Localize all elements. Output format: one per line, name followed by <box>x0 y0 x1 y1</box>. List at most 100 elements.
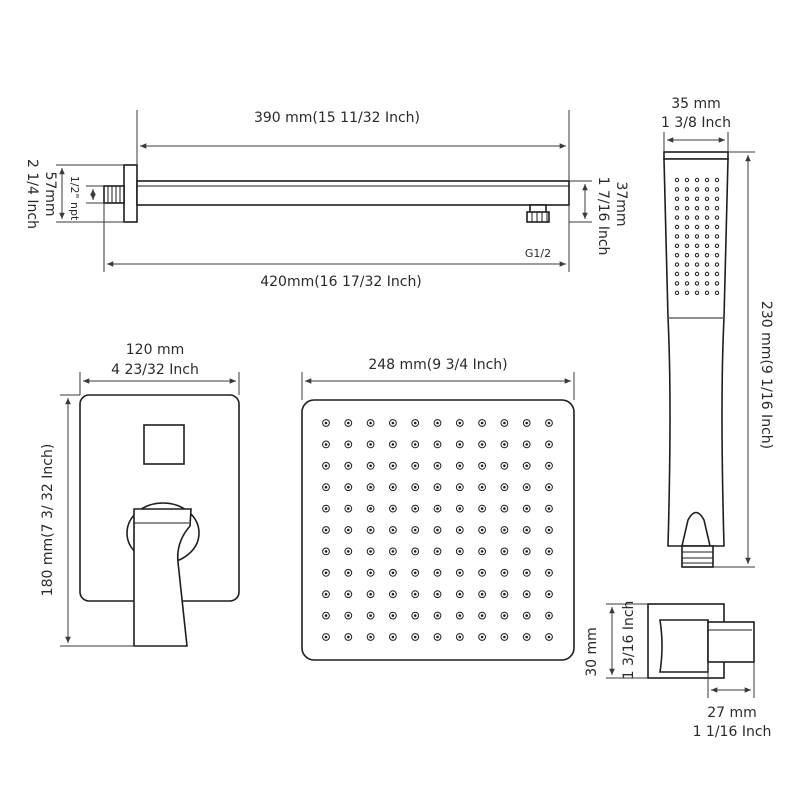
nozzle-hole <box>436 550 439 553</box>
nozzle-hole <box>413 592 417 596</box>
hand-nozzle <box>714 290 720 295</box>
hand-width-in-label: 1 3/8 Inch <box>661 115 731 131</box>
flange-height-mm-label: 57mm <box>42 171 58 216</box>
nozzle-hole <box>503 571 506 575</box>
flange-height-in-label: 2 1/4 Inch <box>24 159 40 229</box>
nozzle-hole <box>413 485 417 489</box>
nozzle-hole <box>324 571 328 575</box>
nozzle-hole <box>413 443 417 446</box>
nozzle-hole <box>391 571 395 575</box>
hand-nozzle <box>714 196 720 202</box>
hand-nozzle <box>694 281 700 286</box>
hand-length-label: 230 mm(9 1/16 Inch) <box>758 301 774 449</box>
hand-nozzle <box>674 281 680 286</box>
nozzle-hole <box>525 485 528 489</box>
nozzle-hole <box>480 485 484 489</box>
shower-head-nozzles <box>322 419 553 641</box>
shower-head-dimensions: 248 mm(9 3/4 Inch) <box>301 357 575 400</box>
nozzle-hole <box>436 635 439 639</box>
hand-shower-hose-connector <box>681 545 714 568</box>
hand-nozzle <box>674 243 680 249</box>
nozzle-hole <box>458 592 462 596</box>
nozzle-hole <box>391 464 395 468</box>
hand-shower-outlet <box>680 511 712 547</box>
hand-nozzle <box>694 243 700 249</box>
shower-head <box>301 399 575 661</box>
hand-shower-body <box>663 158 729 547</box>
nozzle-hole <box>458 421 462 425</box>
hand-nozzle <box>674 224 680 230</box>
thread-g12-label: G1/2 <box>525 247 551 260</box>
nozzle-hole <box>413 421 417 425</box>
holder-body <box>659 619 709 673</box>
hand-nozzle <box>684 215 690 220</box>
nozzle-hole <box>436 421 439 425</box>
hand-shower-dimensions: 35 mm 1 3/8 Inch 230 mm(9 1/16 Inch) <box>661 96 774 568</box>
hand-nozzle <box>694 234 700 239</box>
hand-nozzle <box>704 224 710 230</box>
hand-nozzle <box>694 187 700 192</box>
hand-nozzle <box>694 196 700 202</box>
arm-thread-nipple <box>103 185 125 204</box>
holder-clip <box>707 621 755 663</box>
arm-dimensions: 390 mm(15 11/32 Inch) 420mm(16 17/32 Inc… <box>24 110 629 290</box>
hand-nozzle <box>714 215 720 220</box>
nozzle-hole <box>547 464 551 468</box>
nozzle-hole <box>547 528 551 532</box>
nozzle-hole <box>480 421 484 425</box>
thread-npt-label: 1/2" npt <box>68 176 81 221</box>
shower-head-width-label: 248 mm(9 3/4 Inch) <box>368 357 507 373</box>
hand-nozzle <box>694 290 700 295</box>
hand-nozzle <box>694 253 700 258</box>
nozzle-hole <box>547 507 551 510</box>
hand-nozzle <box>674 187 680 192</box>
valve-diverter-button <box>143 424 185 465</box>
nozzle-hole <box>480 592 484 596</box>
nozzle-hole <box>391 635 395 639</box>
hand-nozzle <box>674 234 680 239</box>
nozzle-hole <box>525 635 528 639</box>
nozzle-hole <box>391 592 395 596</box>
hand-shower-nozzles <box>674 177 720 295</box>
tube-height-in-label: 1 7/16 Inch <box>595 177 611 256</box>
nozzle-hole <box>480 507 484 510</box>
nozzle-hole <box>547 592 551 596</box>
hand-nozzle <box>674 177 680 183</box>
hand-nozzle <box>704 262 710 267</box>
hand-nozzle <box>674 271 680 277</box>
valve-dimensions: 120 mm 4 23/32 Inch 180 mm(7 3/ 32 Inch) <box>40 342 240 647</box>
nozzle-hole <box>413 507 417 510</box>
hand-nozzle <box>684 271 690 277</box>
hand-nozzle <box>704 243 710 249</box>
valve <box>79 394 240 647</box>
hand-nozzle <box>694 262 700 267</box>
holder-dimensions: 30 mm 1 3/16 Inch 27 mm 1 1/16 Inch <box>584 601 771 740</box>
nozzle-hole <box>391 485 395 489</box>
nozzle-hole <box>369 507 372 510</box>
hand-nozzle <box>684 206 690 211</box>
nozzle-hole <box>436 571 439 575</box>
hand-shower-top-cap <box>663 151 729 160</box>
nozzle-hole <box>525 571 528 575</box>
nozzle-hole <box>347 507 350 510</box>
nozzle-hole <box>413 550 417 553</box>
nozzle-hole <box>324 592 328 596</box>
nozzle-hole <box>547 443 551 446</box>
nozzle-hole <box>458 614 462 617</box>
nozzle-hole <box>369 550 372 553</box>
nozzle-hole <box>525 592 528 596</box>
nozzle-hole <box>391 550 395 553</box>
hand-nozzle <box>714 253 720 258</box>
hand-nozzle <box>694 206 700 211</box>
hand-nozzle <box>674 290 680 295</box>
nozzle-hole <box>369 528 372 532</box>
nozzle-hole <box>458 485 462 489</box>
nozzle-hole <box>503 507 506 510</box>
hand-nozzle <box>714 234 720 239</box>
nozzle-hole <box>391 443 395 446</box>
arm-outer-length-label: 420mm(16 17/32 Inch) <box>260 274 422 290</box>
hand-nozzle <box>684 234 690 239</box>
hand-nozzle <box>704 187 710 192</box>
nozzle-hole <box>391 614 395 617</box>
hand-nozzle <box>694 271 700 277</box>
